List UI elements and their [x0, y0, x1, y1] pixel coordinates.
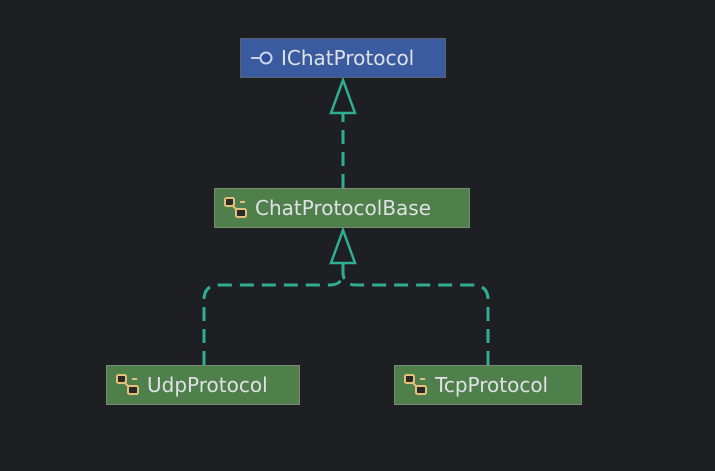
class-icon — [403, 373, 429, 397]
arrowhead-ichatprotocol — [329, 76, 357, 115]
node-tcpprotocol[interactable]: TcpProtocol — [394, 365, 582, 405]
node-label: UdpProtocol — [147, 373, 268, 397]
node-label: ChatProtocolBase — [255, 196, 432, 220]
edge-udpprotocol-to-chatprotocolbase — [202, 263, 345, 365]
node-label: TcpProtocol — [435, 373, 549, 397]
node-ichatprotocol[interactable]: IChatProtocol — [240, 38, 446, 78]
node-udpprotocol[interactable]: UdpProtocol — [106, 365, 300, 405]
node-chatprotocolbase[interactable]: ChatProtocolBase — [214, 188, 470, 228]
edge-tcpprotocol-to-chatprotocolbase — [341, 263, 490, 365]
arrowhead-chatprotocolbase — [329, 226, 357, 265]
node-label: IChatProtocol — [281, 46, 415, 70]
class-icon — [223, 196, 249, 220]
interface-icon — [249, 46, 275, 70]
class-icon — [115, 373, 141, 397]
